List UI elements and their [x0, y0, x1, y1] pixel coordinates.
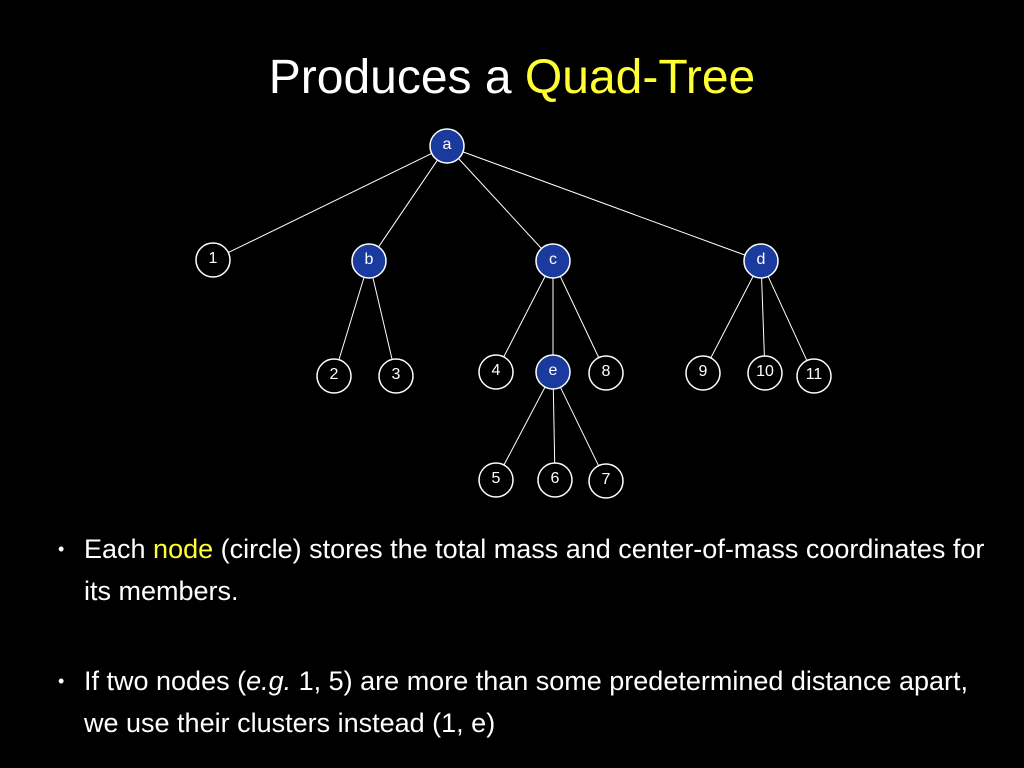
node-circle: [588, 463, 624, 499]
node-circle: [378, 358, 414, 394]
tree-node-7: 7: [588, 463, 624, 499]
tree-node-d: d: [743, 243, 779, 279]
slide-title: Produces a Quad-Tree: [0, 48, 1024, 108]
tree-node-b: b: [351, 243, 387, 279]
node-label: 2: [330, 366, 339, 383]
tree-node-5: 5: [478, 462, 514, 498]
node-label: 3: [392, 366, 401, 383]
tree-node-6: 6: [537, 462, 573, 498]
node-label: d: [757, 251, 766, 268]
bullet-highlight-node: node: [153, 534, 214, 564]
node-circle: [537, 462, 573, 498]
edge-c-8: [559, 276, 600, 358]
bullet-text-end: (circle) stores the total mass and cente…: [84, 534, 985, 606]
node-circle: [478, 462, 514, 498]
bullet-italic-example: e.g.: [246, 666, 292, 696]
node-label: e: [549, 362, 558, 379]
node-circle: [351, 243, 387, 279]
tree-node-1: 1: [195, 242, 231, 278]
node-label: 9: [699, 363, 708, 380]
node-circle: [685, 355, 721, 391]
node-circle: [588, 355, 624, 391]
bullet-text-start: Each: [84, 534, 154, 564]
edge-a-c: [458, 158, 542, 249]
node-label: 10: [756, 363, 774, 380]
node-label: 11: [806, 366, 823, 383]
node-circle: [195, 242, 231, 278]
node-label: b: [365, 251, 374, 268]
node-circle: [743, 243, 779, 279]
bullet-marker: •: [58, 671, 65, 691]
node-label: a: [443, 136, 452, 153]
title-highlight: Quad-Tree: [524, 51, 756, 104]
tree-node-4: 4: [478, 354, 514, 390]
edge-a-1: [228, 152, 432, 254]
title-prefix: Produces a: [268, 51, 525, 104]
node-circle: [535, 243, 571, 279]
tree-node-9: 9: [685, 355, 721, 391]
bullet-text-end: 1, 5) are more than some predetermined d…: [84, 666, 968, 738]
bullet-item-node-storage: • Each node (circle) stores the total mas…: [58, 528, 1008, 612]
bullet-text-start: If two nodes (: [84, 666, 247, 696]
edge-e-5: [503, 386, 546, 466]
edge-e-7: [559, 387, 600, 466]
node-label: 6: [551, 470, 560, 487]
bullet-list: • Each node (circle) stores the total mas…: [58, 528, 1008, 744]
edge-d-9: [710, 275, 754, 359]
edge-d-10: [761, 277, 765, 357]
edge-a-d: [462, 151, 746, 256]
tree-node-a: a: [429, 128, 465, 164]
node-circle: [796, 358, 832, 394]
node-circle: [478, 354, 514, 390]
node-label: 4: [492, 362, 501, 379]
edge-b-2: [338, 277, 365, 360]
tree-node-3: 3: [378, 358, 414, 394]
edge-e-6: [552, 388, 556, 464]
tree-node-c: c: [535, 243, 571, 279]
quad-tree-diagram: a 1 b c d 2 3 4 e 8 9 10 11 5 6 7: [195, 128, 832, 499]
bullet-marker: •: [58, 539, 65, 559]
node-label: c: [549, 251, 557, 268]
tree-nodes: a 1 b c d 2 3 4 e 8 9 10 11 5 6 7: [195, 128, 832, 499]
bullet-item-cluster-distance: • If two nodes (e.g. 1, 5) are more than …: [58, 660, 1008, 744]
node-label: 7: [602, 471, 611, 488]
node-circle: [535, 354, 571, 390]
tree-node-11: 11: [796, 358, 832, 394]
edge-a-b: [378, 159, 438, 248]
node-label: 5: [492, 470, 501, 487]
node-circle: [316, 358, 352, 394]
node-circle: [429, 128, 465, 164]
tree-node-8: 8: [588, 355, 624, 391]
tree-node-2: 2: [316, 358, 352, 394]
tree-node-e: e: [535, 354, 571, 390]
edge-d-11: [767, 276, 808, 361]
node-circle: [747, 355, 783, 391]
node-label: 1: [209, 250, 218, 267]
edge-c-4: [503, 275, 546, 358]
tree-node-10: 10: [747, 355, 783, 391]
node-label: 8: [602, 363, 611, 380]
edge-b-3: [372, 277, 393, 360]
tree-edges: [228, 151, 808, 466]
